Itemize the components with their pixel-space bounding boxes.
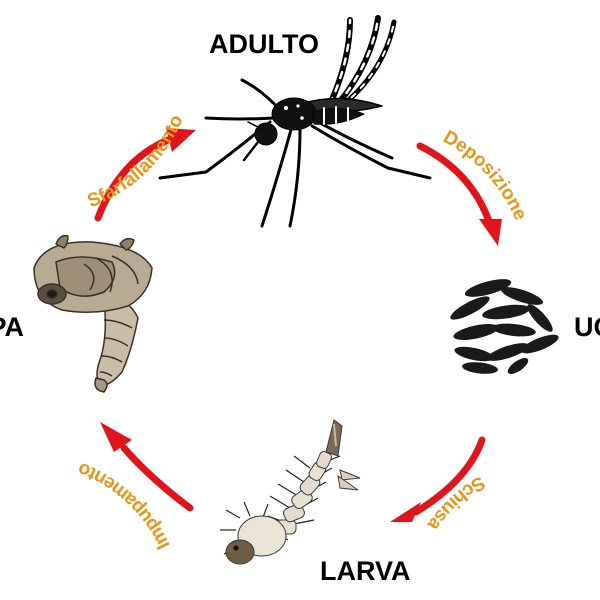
arrow-pupa-to-adult (94, 128, 196, 222)
stage-label-adult: ADULTO (209, 29, 319, 59)
mosquito-larva-icon (220, 419, 361, 565)
egg-cluster-icon (450, 279, 559, 375)
arrow-eggs-to-larva (390, 436, 486, 522)
stage-label-pupa: PUPA (0, 312, 24, 342)
mosquito-pupa-icon (33, 234, 153, 393)
arrow-larva-to-pupa (100, 422, 194, 512)
stage-label-larva: LARVA (320, 556, 411, 586)
mosquito-adult-icon (158, 15, 432, 228)
step-label-pupation: Impupamento (75, 458, 175, 553)
arrow-adult-to-eggs (416, 142, 502, 246)
stage-label-eggs: UOVA (574, 312, 600, 342)
step-label-emergence: Sfarfallamento (85, 112, 188, 212)
